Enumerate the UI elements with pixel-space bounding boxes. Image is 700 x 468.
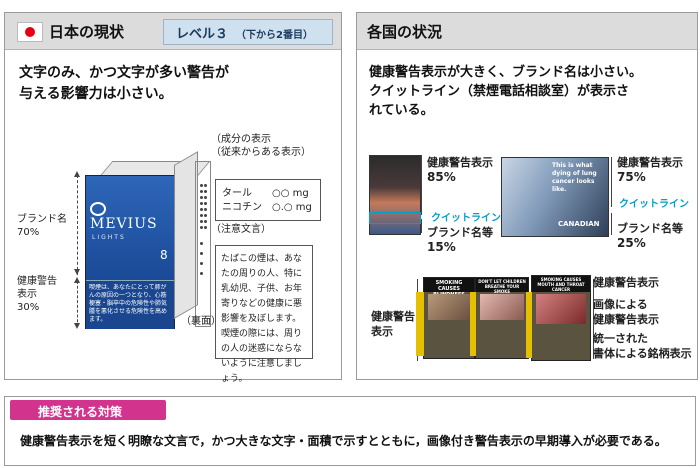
pack-b-warning-text: This is what dying of lung cancer looks … <box>552 162 597 193</box>
health-label-line-1: 健康警告 <box>17 276 57 287</box>
pack-b-health-label-text: 健康警告表示 <box>617 156 683 169</box>
level-sub: （下から2番目） <box>236 30 313 41</box>
left-panel: 日本の現状 レベル３ （下から2番目） 文字のみ、かつ文字が多い警告が 与える影… <box>4 12 342 384</box>
pack-a-brand-pct: 15% <box>427 240 456 254</box>
plain-pack-3: SMOKING CAUSES MOUTH AND THROAT CANCER <box>526 275 591 361</box>
caution-box: たばこの煙は、あなたの周りの人、特に乳幼児、子供、お年寄りなどの健康に悪影響を及… <box>215 245 313 384</box>
pack-b-brand-bracket <box>611 213 612 235</box>
pack-a-health-pct: 85% <box>427 170 456 184</box>
back-label: （裏面） <box>181 316 221 327</box>
brand-arrow-up-icon <box>74 171 80 177</box>
recommendation-badge-text: 推奨される対策 <box>38 405 123 419</box>
right-lead-line-2: クイットライン（禁煙電話相談室）が表示さ <box>369 84 630 99</box>
plain-pack-1: SMOKING CAUSES BLINDNESS <box>416 277 475 359</box>
recommendation-text: 健康警告表示を短く明瞭な文言で，かつ大きな文字・面積で示すとともに，画像付き警告… <box>20 434 667 448</box>
plain-pack-note-2: 画像による 健康警告表示 <box>593 297 659 327</box>
brand-label-text: ブランド名 <box>17 214 67 225</box>
pack-front: MEVIUS LIGHTS 8 喫煙は、あなたにとって肺がんの原因の一つとなり、… <box>85 175 175 329</box>
pack-a-health-bracket <box>421 155 422 215</box>
nicotine-label: ニコチン <box>222 202 262 213</box>
right-panel-header: 各国の状況 <box>357 13 697 50</box>
left-lead-line-2: 与える影響力は小さい。 <box>19 86 173 102</box>
recommendation-badge: 推奨される対策 <box>10 400 166 420</box>
brand-pct: 70% <box>17 227 40 238</box>
pack-a-brand-label: ブランド名等 15% <box>427 225 493 255</box>
pack-sub-name: LIGHTS <box>92 234 126 241</box>
plain-pack-note-3-line-2: 書体による銘柄表示 <box>593 347 692 360</box>
pack-a-brand-bracket <box>421 219 422 233</box>
left-panel-title: 日本の現状 <box>49 23 125 41</box>
recommendation-box <box>4 396 696 466</box>
level-box: レベル３ （下から2番目） <box>163 19 333 45</box>
right-lead: 健康警告表示が大きく、ブランド名は小さい。 クイットライン（禁煙電話相談室）が表… <box>369 63 642 120</box>
ingredient-label-line-2: （従来からある表示） <box>211 147 311 158</box>
pack-b-brand-pct: 25% <box>617 236 646 250</box>
mevius-pack: MEVIUS LIGHTS 8 喫煙は、あなたにとって肺がんの原因の一つとなり、… <box>85 151 211 329</box>
plain-pack-right-bracket <box>593 279 594 359</box>
plain-pack-note-3-line-1: 統一された <box>593 332 648 345</box>
japan-flag-icon <box>17 22 43 42</box>
ingredient-label-line-1: （成分の表示 <box>211 134 271 145</box>
pack-brand-logo <box>90 202 106 216</box>
health-label-line-2: 表示 <box>17 289 37 300</box>
pack-a-quitline: クイットライン <box>431 213 501 224</box>
pack-b-health-bracket <box>611 157 612 207</box>
health-dimension-arrow <box>77 281 78 327</box>
pack-b-health-label: 健康警告表示 75% <box>617 155 683 185</box>
plain-pack-2: DON'T LET CHILDREN BREATHE YOUR SMOKE <box>470 277 529 359</box>
pack-b-quitline: クイットライン <box>619 199 689 210</box>
right-panel: 各国の状況 健康警告表示が大きく、ブランド名は小さい。 クイットライン（禁煙電話… <box>356 12 698 380</box>
tar-value: ○○ mg <box>272 188 309 199</box>
brand-arrow-down-icon <box>74 269 80 275</box>
plain-pack-health-line-1: 健康警告 <box>371 310 415 323</box>
pack-a-health-label: 健康警告表示 85% <box>427 155 493 185</box>
plain-pack-health-label: 健康警告 表示 <box>371 309 415 339</box>
pack-back-side <box>195 161 211 327</box>
brand-label: ブランド名 70% <box>17 213 67 239</box>
health-label: 健康警告 表示 30% <box>17 275 57 314</box>
plain-pack-health-line-2: 表示 <box>371 325 393 338</box>
plain-pack-note-2-line-2: 健康警告表示 <box>593 313 659 326</box>
pack-a-quitline-box <box>369 212 421 224</box>
tar-nicotine-box: タール ○○ mg ニコチン ○.○ mg <box>215 179 321 221</box>
tar-label: タール <box>222 188 252 199</box>
right-panel-title: 各国の状況 <box>367 23 443 41</box>
pack-a-image <box>369 155 421 235</box>
left-lead: 文字のみ、かつ文字が多い警告が 与える影響力は小さい。 <box>19 63 229 105</box>
pack-b-image: This is what dying of lung cancer looks … <box>501 157 609 237</box>
pack-b-health-pct: 75% <box>617 170 646 184</box>
plain-pack-2-text: DON'T LET CHILDREN BREATHE YOUR SMOKE <box>478 279 526 294</box>
health-arrow-down-icon <box>74 323 80 329</box>
pack-a-health-label-text: 健康警告表示 <box>427 156 493 169</box>
plain-pack-note-2-line-1: 画像による <box>593 298 648 311</box>
pack-b-brand: CANADIAN <box>558 220 600 228</box>
health-pct: 30% <box>17 302 40 313</box>
plain-pack-note-3: 統一された 書体による銘柄表示 <box>593 331 692 361</box>
left-panel-header: 日本の現状 レベル３ （下から2番目） <box>5 13 341 50</box>
pack-warning-text: 喫煙は、あなたにとって肺がんの原因の一つとなり、心筋梗塞・脳卒中の危険性や肺気腫… <box>89 284 168 323</box>
level-main: レベル３ <box>176 27 229 42</box>
pack-brand-name: MEVIUS <box>90 216 158 232</box>
caution-label: （注意文言） <box>211 224 271 235</box>
pack-a-brand-label-text: ブランド名等 <box>427 226 493 239</box>
plain-pack-3-text: SMOKING CAUSES MOUTH AND THROAT CANCER <box>537 277 585 292</box>
health-arrow-up-icon <box>74 277 80 283</box>
left-lead-line-1: 文字のみ、かつ文字が多い警告が <box>19 65 229 81</box>
nicotine-value: ○.○ mg <box>272 202 312 213</box>
pack-b-brand-label-text: ブランド名等 <box>617 222 683 235</box>
pack-warning-area: 喫煙は、あなたにとって肺がんの原因の一つとなり、心筋梗塞・脳卒中の危険性や肺気腫… <box>86 280 174 329</box>
brand-dimension-arrow <box>77 175 78 275</box>
plain-pack-note-1: 健康警告表示 <box>593 276 659 289</box>
right-lead-line-1: 健康警告表示が大きく、ブランド名は小さい。 <box>369 65 643 80</box>
ingredient-label: （成分の表示 （従来からある表示） <box>211 133 311 159</box>
pack-number: 8 <box>160 248 168 262</box>
pack-b-brand-label: ブランド名等 25% <box>617 221 683 251</box>
caution-text: たばこの煙は、あなたの周りの人、特に乳幼児、子供、お年寄りなどの健康に悪影響を及… <box>221 254 303 384</box>
right-lead-line-3: れている。 <box>369 103 434 118</box>
